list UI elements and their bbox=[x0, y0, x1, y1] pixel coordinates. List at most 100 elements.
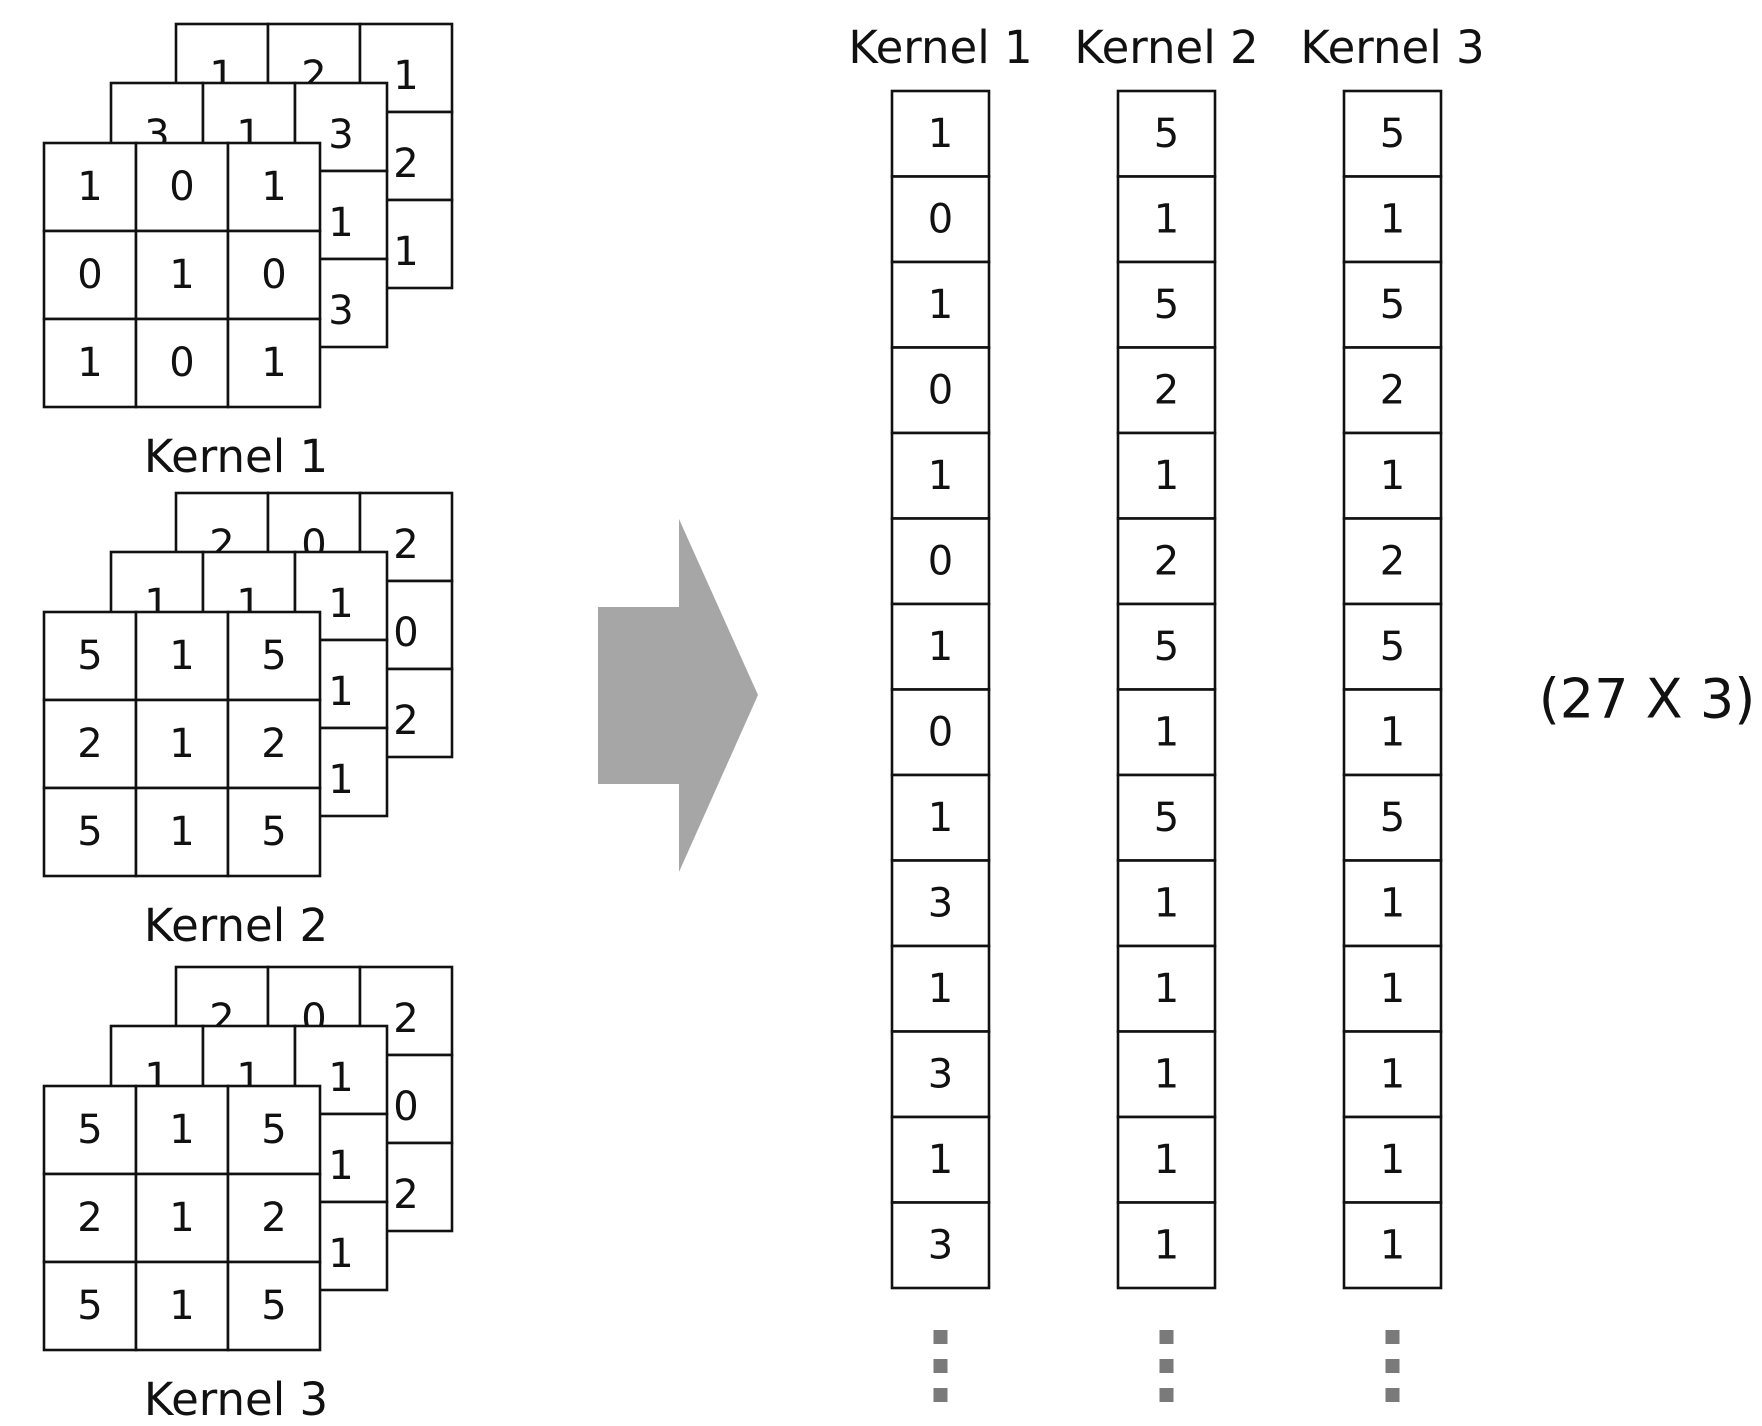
kernel-label: Kernel 1 bbox=[144, 430, 328, 483]
ellipsis-dot bbox=[1159, 1388, 1174, 1402]
kernel-value: 2 bbox=[261, 1195, 286, 1241]
kernel-value: 2 bbox=[77, 721, 102, 767]
column-value: 1 bbox=[1380, 1222, 1405, 1268]
column-cell bbox=[890, 688, 991, 777]
column-cell bbox=[890, 1115, 991, 1204]
kernel-value: 1 bbox=[328, 200, 353, 246]
kernel-cell bbox=[42, 786, 138, 878]
column-cell bbox=[890, 346, 991, 435]
kernel-cell bbox=[42, 1084, 138, 1176]
kernel-value: 1 bbox=[261, 340, 286, 386]
column-value: 1 bbox=[928, 1137, 953, 1183]
vertical-ellipsis-icon bbox=[1385, 1330, 1400, 1402]
column-cell bbox=[1342, 431, 1443, 520]
column-value: 2 bbox=[1154, 538, 1179, 584]
column-value: 5 bbox=[1380, 624, 1405, 670]
kernel-value: 2 bbox=[77, 1195, 102, 1241]
kernel-value: 0 bbox=[169, 164, 194, 210]
column-cell bbox=[890, 260, 991, 349]
vertical-ellipsis-icon bbox=[1159, 1330, 1174, 1402]
column-value: 1 bbox=[1380, 453, 1405, 499]
kernel-value: 1 bbox=[328, 669, 353, 715]
column-value: 0 bbox=[928, 538, 953, 584]
column-value: 5 bbox=[1154, 282, 1179, 328]
kernel-label: Kernel 3 bbox=[144, 1373, 328, 1426]
ellipsis-dot bbox=[1385, 1388, 1400, 1402]
column-value: 5 bbox=[1380, 111, 1405, 157]
kernel-value: 5 bbox=[261, 633, 286, 679]
column-value: 1 bbox=[928, 111, 953, 157]
column-cell bbox=[1342, 517, 1443, 606]
kernel-value: 1 bbox=[261, 164, 286, 210]
kernel-value: 1 bbox=[169, 809, 194, 855]
column-cell bbox=[1342, 89, 1443, 178]
column-cell bbox=[890, 175, 991, 264]
kernel-cell bbox=[42, 610, 138, 702]
column-value: 2 bbox=[1154, 367, 1179, 413]
column-cell bbox=[1116, 1030, 1217, 1119]
kernel-value: 2 bbox=[393, 996, 418, 1042]
column-value: 0 bbox=[928, 709, 953, 755]
ellipsis-dot bbox=[1385, 1359, 1400, 1373]
kernel-cell bbox=[134, 1084, 230, 1176]
column-value: 1 bbox=[1154, 1222, 1179, 1268]
column-cell bbox=[1116, 859, 1217, 948]
ellipsis-dot bbox=[1385, 1330, 1400, 1344]
column-cell bbox=[1116, 944, 1217, 1033]
kernel-value: 1 bbox=[169, 1283, 194, 1329]
kernel-value: 1 bbox=[169, 721, 194, 767]
column-cell bbox=[1342, 1201, 1443, 1290]
column-value: 1 bbox=[1380, 196, 1405, 242]
column-value: 5 bbox=[1154, 111, 1179, 157]
kernel-cell bbox=[226, 1260, 322, 1352]
column-value: 3 bbox=[928, 1051, 953, 1097]
column-value: 1 bbox=[1380, 966, 1405, 1012]
kernel-cell bbox=[226, 1084, 322, 1176]
column-value: 1 bbox=[928, 624, 953, 670]
column-cell bbox=[890, 944, 991, 1033]
kernel-value: 1 bbox=[328, 581, 353, 627]
column-cell bbox=[1116, 89, 1217, 178]
kernel-value: 1 bbox=[77, 340, 102, 386]
kernel-value: 0 bbox=[393, 610, 418, 656]
column-cell bbox=[890, 517, 991, 606]
right-arrow-icon bbox=[598, 519, 758, 872]
kernel-value: 0 bbox=[393, 1084, 418, 1130]
ellipsis-dot bbox=[933, 1330, 948, 1344]
column-cell bbox=[1116, 346, 1217, 435]
kernel-cell bbox=[134, 1172, 230, 1264]
kernel-value: 5 bbox=[77, 809, 102, 855]
kernel-value: 2 bbox=[393, 698, 418, 744]
ellipsis-dot bbox=[933, 1359, 948, 1373]
column-header: Kernel 3 bbox=[1300, 21, 1484, 74]
kernel-value: 2 bbox=[261, 721, 286, 767]
kernel-cell bbox=[134, 141, 230, 233]
column-value: 1 bbox=[1380, 1137, 1405, 1183]
kernel-cell bbox=[134, 698, 230, 790]
kernel-value: 1 bbox=[328, 757, 353, 803]
kernel-value: 2 bbox=[393, 141, 418, 187]
column-cell bbox=[1342, 859, 1443, 948]
kernel-value: 1 bbox=[169, 633, 194, 679]
column-cell bbox=[1342, 1030, 1443, 1119]
column-cell bbox=[1116, 175, 1217, 264]
column-cell bbox=[1342, 175, 1443, 264]
column-cell bbox=[890, 602, 991, 691]
kernel-value: 1 bbox=[169, 1195, 194, 1241]
column-cell bbox=[1116, 688, 1217, 777]
kernel-value: 1 bbox=[77, 164, 102, 210]
column-value: 0 bbox=[928, 367, 953, 413]
kernel-value: 1 bbox=[328, 1143, 353, 1189]
kernel-value: 5 bbox=[77, 1107, 102, 1153]
kernel-value: 3 bbox=[328, 288, 353, 334]
